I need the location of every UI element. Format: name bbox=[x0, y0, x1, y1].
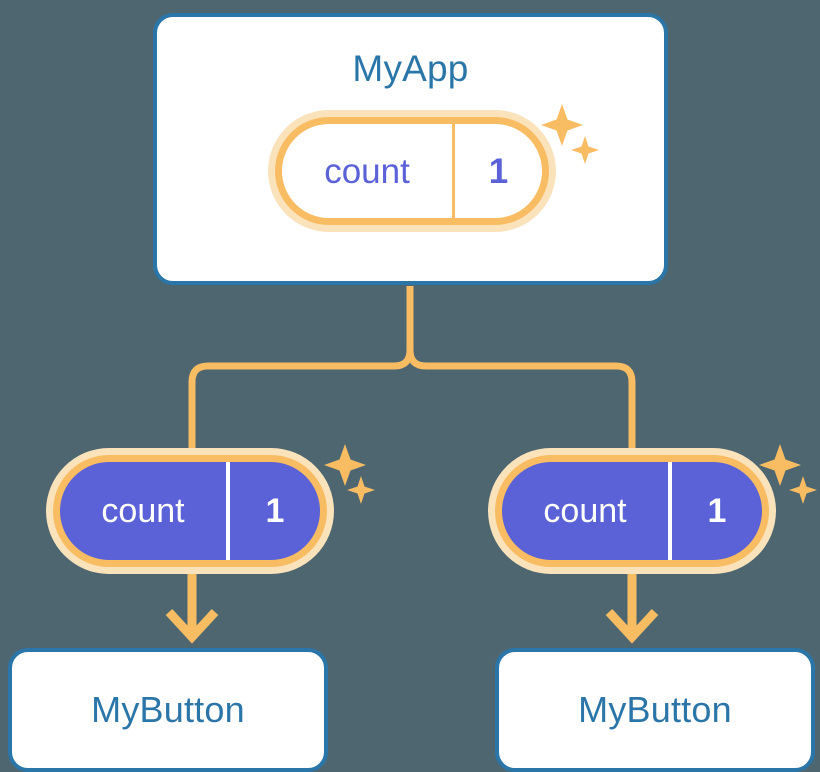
connector-tree-path-right bbox=[406, 286, 636, 450]
arrow-right-pill-to-button bbox=[605, 572, 659, 644]
state-pill-inner: count 1 bbox=[275, 117, 549, 225]
component-title-myapp: MyApp bbox=[352, 48, 469, 89]
state-pill-key: count bbox=[543, 492, 627, 530]
component-title-mybutton: MyButton bbox=[91, 689, 245, 730]
sparkle-large-icon bbox=[324, 444, 366, 486]
component-title-mybutton: MyButton bbox=[578, 689, 732, 730]
arrow-left-pill-to-button bbox=[165, 572, 219, 644]
state-pill-value: 1 bbox=[226, 462, 320, 560]
component-card-mybutton-right[interactable]: MyButton bbox=[495, 648, 815, 772]
state-pill-child-right[interactable]: count 1 bbox=[488, 448, 776, 574]
state-pill-key: count bbox=[101, 492, 185, 530]
state-pill-key: count bbox=[324, 151, 410, 191]
sparkle-small-icon bbox=[347, 476, 375, 504]
state-pill-value: 1 bbox=[668, 462, 762, 560]
sparkle-small-icon bbox=[789, 476, 817, 504]
state-pill-inner: count 1 bbox=[495, 455, 769, 567]
state-pill-myapp[interactable]: count 1 bbox=[268, 110, 556, 232]
component-card-mybutton-left[interactable]: MyButton bbox=[8, 648, 328, 772]
state-pill-child-left[interactable]: count 1 bbox=[46, 448, 334, 574]
state-pill-value: 1 bbox=[452, 124, 542, 218]
connector-tree-path bbox=[188, 286, 414, 450]
state-pill-inner: count 1 bbox=[53, 455, 327, 567]
